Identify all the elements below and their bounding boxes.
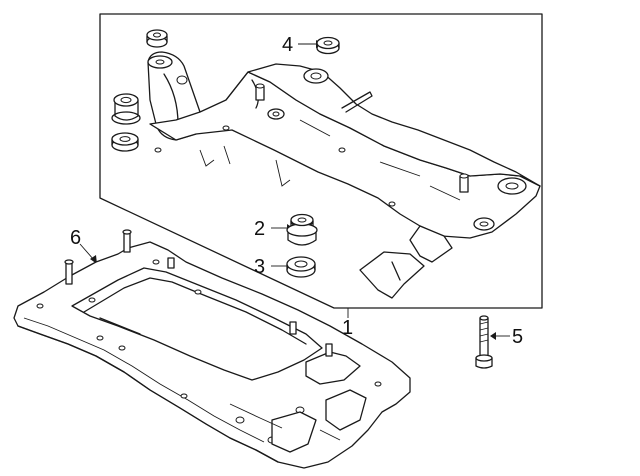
callout-6: 6	[70, 227, 82, 249]
part-4-bushing	[316, 36, 340, 55]
callout-2: 2	[254, 218, 266, 240]
bushing-top-small	[146, 29, 168, 48]
part-3-bushing	[286, 256, 316, 278]
leader-arrow-5	[490, 332, 496, 340]
bushing-left-lower	[111, 132, 139, 152]
inset-box	[99, 13, 543, 309]
lower-subframe	[13, 229, 411, 469]
callout-5: 5	[512, 326, 524, 348]
part-2-bushing	[286, 213, 318, 246]
leader-line-6	[79, 243, 95, 261]
callout-4: 4	[282, 34, 294, 56]
bushing-left-upper	[111, 93, 141, 125]
part-5-bolt	[475, 315, 493, 369]
crossmember-assembly	[147, 51, 541, 299]
callout-1: 1	[342, 317, 354, 339]
callout-3: 3	[254, 256, 266, 278]
